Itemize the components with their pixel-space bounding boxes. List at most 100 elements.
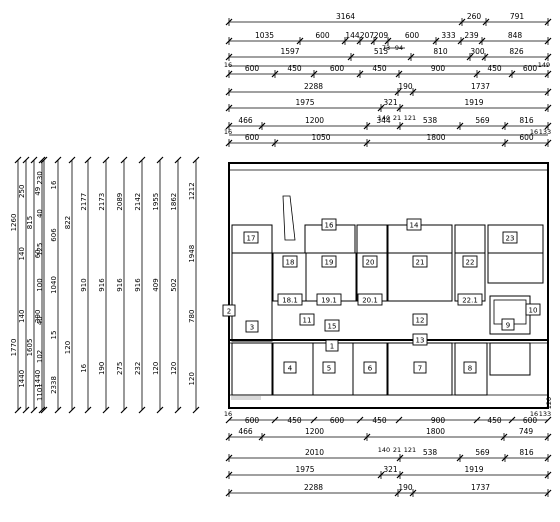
dimension-label: 1440: [34, 370, 42, 388]
dimension-tick: [38, 156, 46, 164]
dimension-label: 1035: [255, 31, 274, 40]
cabinet-label-box: [463, 361, 477, 374]
dimension-label: 538: [423, 116, 438, 125]
upper-cabinet: [356, 224, 388, 254]
cabinet-label-box: [413, 361, 427, 374]
dimension-label: 1597: [280, 47, 299, 56]
cabinet-label: 16: [325, 222, 334, 230]
cabinet-label: 19.1: [321, 297, 337, 305]
cabinet-label: 20: [366, 259, 375, 267]
dimension-label: 125: [36, 243, 44, 256]
dimension-label: 2010: [305, 448, 324, 457]
dimension-label: 1800: [426, 427, 445, 436]
dimension-label: 40: [36, 316, 44, 325]
dimension-label: 16: [224, 128, 232, 136]
dimension-label: 275: [116, 362, 124, 375]
cabinet-label: 6: [368, 365, 373, 373]
cabinet-label: 11: [303, 317, 312, 325]
dimension-tick: [22, 406, 30, 414]
dimension-tick: [395, 416, 403, 424]
dimension-label: 450: [372, 64, 387, 73]
dimension-tick: [174, 156, 182, 164]
dimension-tick: [22, 156, 30, 164]
dimension-tick: [84, 156, 92, 164]
dimension-label: 466: [238, 427, 253, 436]
dimension-label: 810: [433, 47, 448, 56]
dimension-label: 230: [36, 171, 44, 184]
cabinet-label: 9: [506, 322, 510, 330]
dimension-label: 133: [539, 410, 551, 418]
dimension-label: 120: [64, 341, 72, 354]
dimension-label: 600: [330, 416, 345, 425]
dimension-label: 409: [152, 278, 160, 291]
dimension-label: 1737: [471, 483, 490, 492]
dimension-tick: [68, 406, 76, 414]
wall-outline: [228, 162, 549, 409]
dimension-label: 140: [378, 446, 390, 454]
dimension-tick: [40, 406, 48, 414]
dimension-label: 600: [523, 64, 538, 73]
dimension-label: 600: [330, 64, 345, 73]
dimension-label: 2089: [116, 193, 124, 211]
dimension-tick: [271, 416, 279, 424]
dimension-label: 815: [26, 216, 34, 229]
cabinet-label-box: [299, 313, 315, 326]
cabinet-label: 13: [416, 337, 425, 345]
hood-shape: [282, 195, 296, 241]
dimension-label: 2288: [304, 82, 323, 91]
dimension-label: 1605: [26, 339, 34, 357]
dimension-label: 900: [431, 416, 446, 425]
cabinet-label: 12: [416, 317, 425, 325]
dimension-label: 16: [530, 410, 538, 418]
cabinet-label-box: [357, 293, 383, 306]
dimension-label: 21: [393, 114, 401, 122]
cabinet-label-box: [412, 333, 428, 346]
dimension-label: 16: [80, 363, 88, 372]
dimension-label: 16: [530, 128, 538, 136]
dimension-label: 133: [539, 128, 551, 136]
dimension-label: 232: [134, 362, 142, 375]
dimension-label: 1862: [170, 193, 178, 211]
dimension-tick: [138, 156, 146, 164]
dimension-label: 16: [224, 410, 232, 418]
dimension-label: 600: [245, 64, 260, 73]
dimension-label: 149: [538, 61, 550, 69]
dimension-label: 450: [287, 64, 302, 73]
dimension-label: 3164: [336, 12, 355, 21]
cabinet-label-box: [406, 218, 422, 231]
dimension-tick: [102, 156, 110, 164]
dimension-tick: [310, 416, 318, 424]
dimension-label: 321: [383, 465, 398, 474]
dimension-label: 140: [18, 247, 26, 260]
dimension-label: 121: [404, 446, 416, 454]
cabinet-label-box: [502, 231, 518, 244]
cabinet-label: 10: [529, 307, 538, 315]
dimension-label: 120: [170, 362, 178, 375]
dimension-label: 1101: [36, 383, 44, 401]
dimension-tick: [84, 406, 92, 414]
dimension-label: 600: [519, 133, 534, 142]
base-cabinet: [231, 342, 273, 396]
dimension-tick: [174, 406, 182, 414]
dimension-label: 916: [98, 278, 106, 292]
cabinet-label: 17: [247, 235, 256, 243]
dimension-label: 16: [50, 180, 58, 189]
dimension-tick: [508, 416, 516, 424]
dimension-label: 600: [523, 416, 538, 425]
cabinet-label-box: [245, 320, 259, 333]
dimension-label: 569: [475, 116, 490, 125]
dimension-label: 1919: [464, 465, 483, 474]
